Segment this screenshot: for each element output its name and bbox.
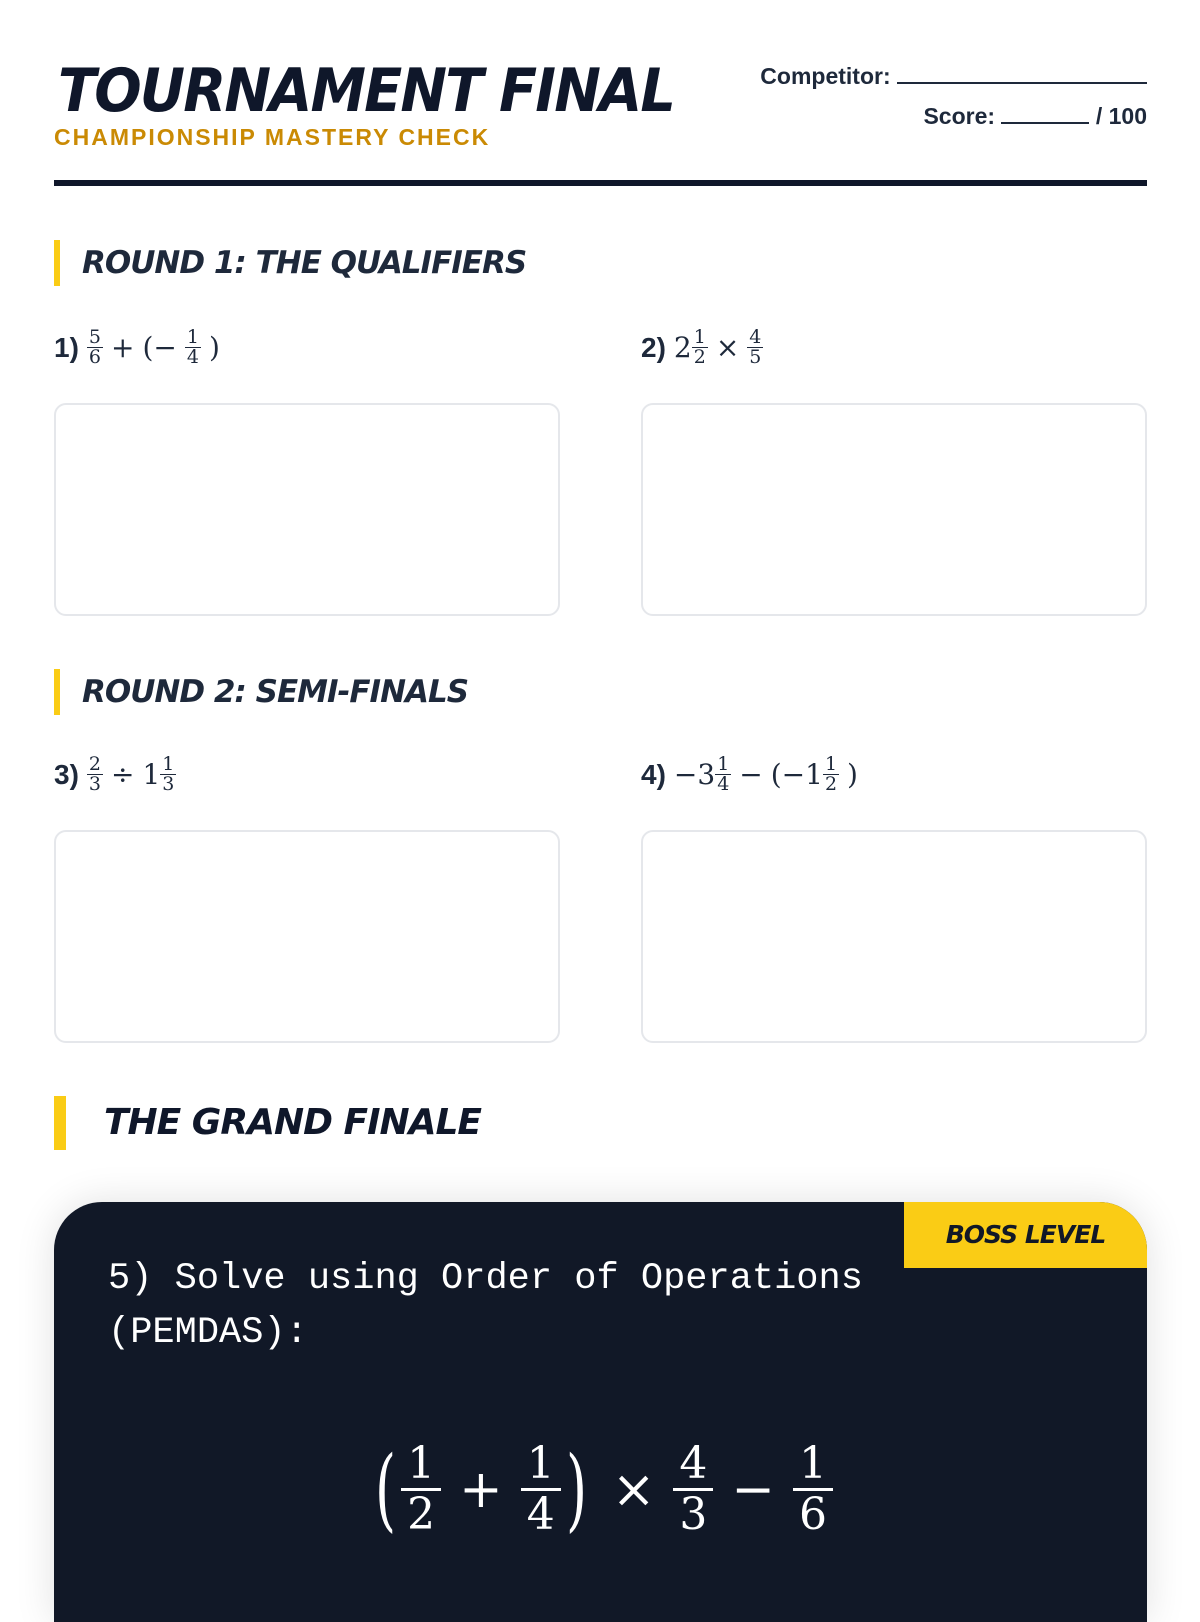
problem-number: 4) [641,758,666,790]
denominator: 4 [717,773,730,795]
whole-number: 2 [673,331,692,364]
problem-number: 3) [54,758,79,790]
competitor-blank[interactable] [897,64,1147,84]
numerator: 2 [86,753,103,775]
denominator: 4 [186,346,199,368]
operator: × [611,1459,656,1520]
answer-box-4[interactable] [641,830,1147,1043]
problem-number: 2) [641,331,666,363]
paren-open: (− [142,331,177,364]
numerator: 1 [160,753,177,775]
finale-heading: THE GRAND FINALE [54,1096,482,1150]
boss-level-badge: BOSS LEVEL [904,1202,1147,1268]
answer-box-3[interactable] [54,830,560,1043]
round2-heading: ROUND 2: SEMI-FINALS [54,669,469,715]
paren-close: ) [208,331,220,364]
numerator: 1 [401,1440,442,1491]
operator: + [459,1459,503,1520]
numerator: 1 [184,326,201,348]
operator: ÷ [111,758,135,791]
boss-problem-card: BOSS LEVEL 5) Solve using Order of Opera… [54,1202,1147,1622]
paren-open: ( [375,1437,397,1542]
problem-number: 1) [54,331,79,363]
operator: − [739,758,763,791]
numerator: 4 [673,1440,714,1491]
numerator: 1 [792,1440,833,1491]
denominator: 3 [679,1489,708,1540]
operator: + [111,331,135,364]
answer-box-1[interactable] [54,403,560,616]
numerator: 1 [691,326,708,348]
numerator: 1 [822,753,840,775]
denominator: 4 [526,1489,555,1540]
score-total: / 100 [1095,103,1147,129]
numerator: 1 [715,753,732,775]
denominator: 2 [824,773,838,795]
whole-number: 1 [142,758,161,791]
competitor-label: Competitor: [760,63,891,89]
worksheet-subtitle: CHAMPIONSHIP MASTERY CHECK [54,124,491,150]
denominator: 3 [162,773,175,795]
header-divider [54,180,1147,186]
operator: × [715,331,740,364]
problem-5-prompt: 5) Solve using Order of Operations (PEMD… [108,1258,863,1354]
numerator: 1 [520,1440,561,1491]
denominator: 2 [407,1489,436,1540]
worksheet-title: TOURNAMENT FINAL [58,56,676,126]
operator: − [731,1459,775,1520]
score-blank[interactable] [1001,104,1090,124]
denominator: 3 [88,773,101,795]
score-label: Score: [923,103,996,129]
numerator: 5 [86,326,103,348]
denominator: 5 [749,346,762,368]
paren-open: (−1 [770,758,823,791]
denominator: 6 [798,1489,827,1540]
student-info: Competitor: Score: / 100 [760,56,1147,136]
denominator: 6 [88,346,101,368]
whole-number: −3 [673,758,716,791]
round1-heading: ROUND 1: THE QUALIFIERS [54,240,527,286]
paren-close: ) [565,1437,587,1542]
numerator: 4 [747,326,764,348]
paren-close: ) [847,758,858,791]
denominator: 2 [693,346,706,368]
answer-box-2[interactable] [641,403,1147,616]
